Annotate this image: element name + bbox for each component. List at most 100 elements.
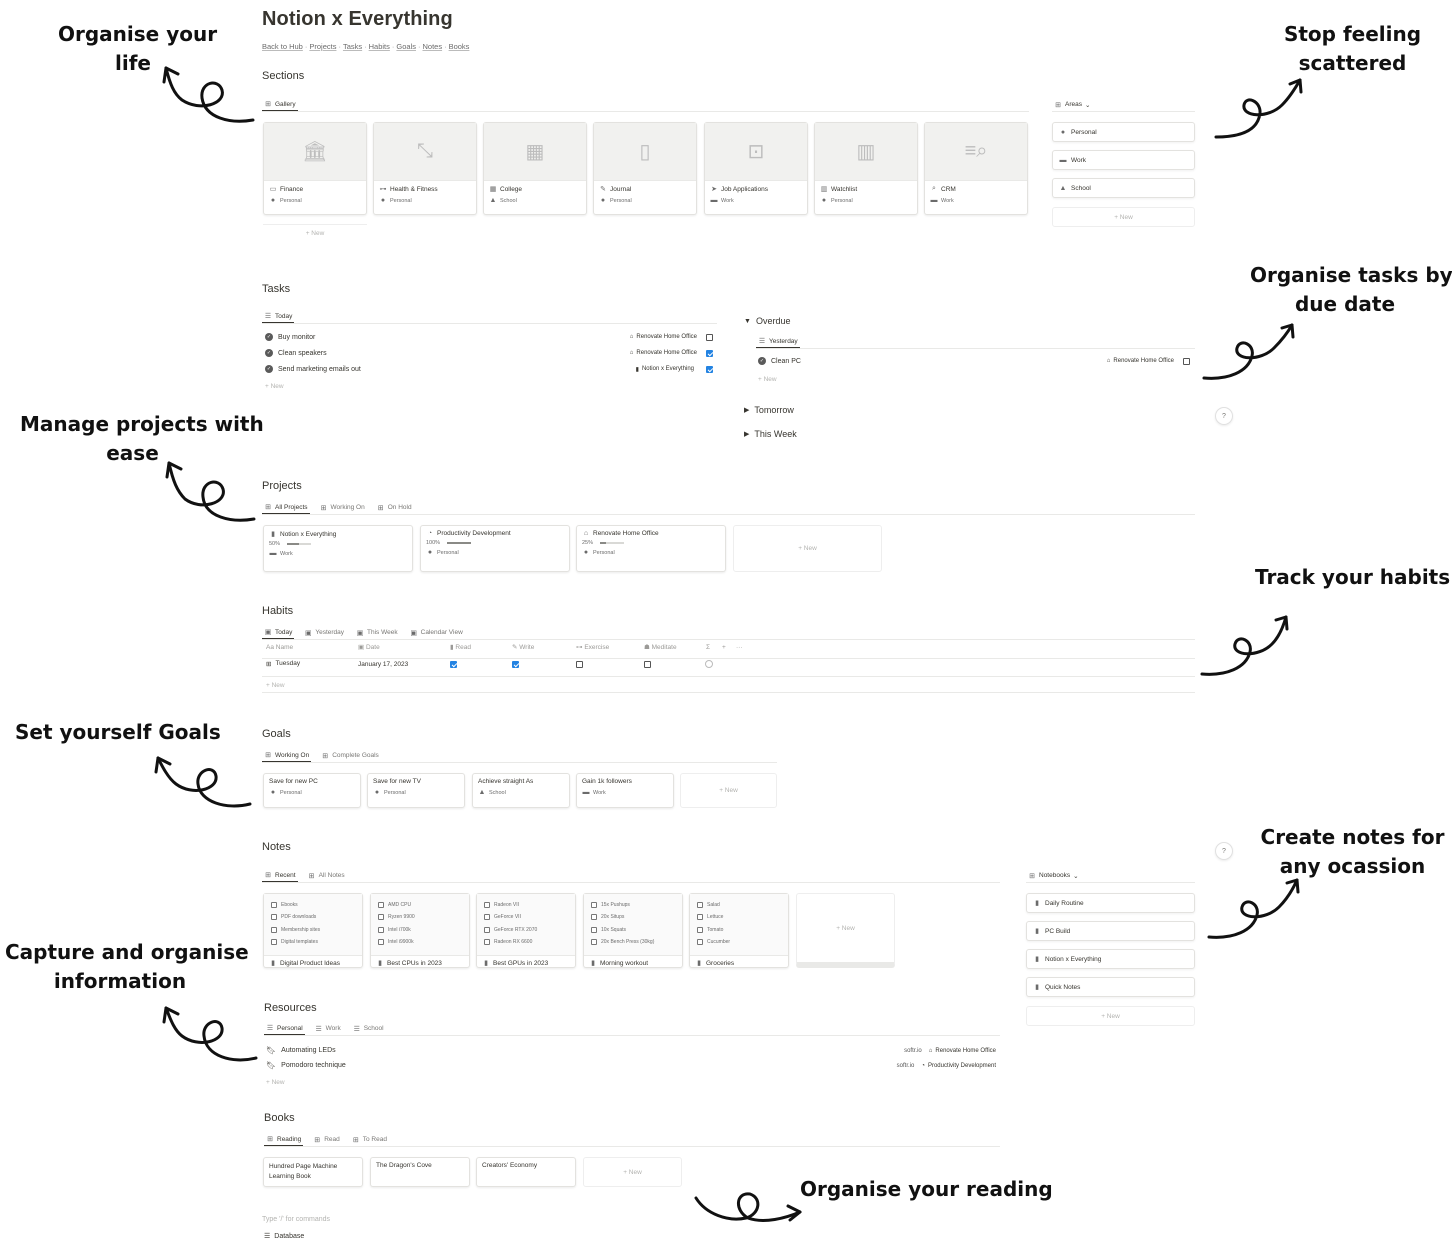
area-item-school[interactable]: ▲School	[1052, 178, 1195, 198]
breadcrumb-back-to-hub[interactable]: Back to Hub	[262, 42, 303, 51]
section-card-watchlist[interactable]: ▥ ▥Watchlist ●Personal	[814, 122, 918, 215]
section-card-crm[interactable]: ≡⌕ ⌕CRM ▬Work	[924, 122, 1028, 215]
task-checkbox[interactable]	[706, 349, 713, 357]
tab-habits-this-week[interactable]: ▣This Week	[356, 629, 398, 637]
tab-all-notes[interactable]: ⊞All Notes	[308, 872, 345, 880]
task-checkbox[interactable]	[706, 365, 713, 373]
command-placeholder[interactable]: Type '/' for commands	[262, 1216, 331, 1223]
section-card-college[interactable]: ▦ ▦College ▲School	[483, 122, 587, 215]
notes-new-button[interactable]: + New	[796, 893, 895, 968]
habits-new-button[interactable]: + New	[266, 681, 285, 689]
breadcrumb-projects[interactable]: Projects	[309, 42, 337, 51]
task-row[interactable]: ✓ Clean speakers ⌂Renovate Home Office	[265, 349, 713, 357]
book-card[interactable]: Creators' Economy	[476, 1157, 576, 1187]
note-card-digital-product-ideas[interactable]: Ebooks PDF downloads Membership sites Di…	[263, 893, 363, 968]
column-exercise[interactable]: ⊶ Exercise	[576, 644, 610, 651]
column-date[interactable]: ▣ Date	[358, 644, 380, 651]
area-item-personal[interactable]: ●Personal	[1052, 122, 1195, 142]
tab-habits-yesterday[interactable]: ▣Yesterday	[305, 629, 345, 637]
notebooks-new-button[interactable]: + New	[1026, 1006, 1195, 1026]
add-column-icon[interactable]: +	[722, 643, 726, 651]
notebook-item-notion-x-everything[interactable]: ▮Notion x Everything	[1026, 949, 1195, 969]
overdue-task-row[interactable]: ✓ Clean PC ⌂Renovate Home Office	[758, 357, 1190, 365]
breadcrumb-books[interactable]: Books	[448, 42, 470, 51]
task-checkbox[interactable]	[706, 333, 713, 341]
column-read[interactable]: ▮ Read	[450, 644, 471, 651]
column-name[interactable]: Aa Name	[266, 643, 294, 651]
habit-read-checkbox[interactable]	[450, 660, 457, 668]
tomorrow-toggle[interactable]: ▶ Tomorrow	[744, 405, 794, 415]
tab-recent[interactable]: ⊞Recent	[262, 869, 298, 882]
task-checkbox[interactable]	[1183, 357, 1190, 365]
projects-new-button[interactable]: + New	[733, 525, 882, 572]
tab-habits-today[interactable]: ▣Today	[262, 626, 295, 639]
overdue-toggle[interactable]: ▼ Overdue	[744, 316, 791, 326]
column-write[interactable]: ✎ Write	[512, 644, 535, 651]
tab-on-hold[interactable]: ⊞On Hold	[377, 504, 412, 512]
task-project[interactable]: ⌂Renovate Home Office	[1106, 358, 1174, 364]
project-card-renovate-home-office[interactable]: ⌂Renovate Home Office 25% ●Personal	[576, 525, 726, 572]
notebook-item-pc-build[interactable]: ▮PC Build	[1026, 921, 1195, 941]
note-card-groceries[interactable]: Salad Lettuce Tomato Cucumber ▮Groceries	[689, 893, 789, 968]
resources-new-button[interactable]: + New	[266, 1078, 285, 1086]
resource-row[interactable]: 🔖︎ Automating LEDs softr.io ⌂Renovate Ho…	[266, 1046, 996, 1055]
tab-today[interactable]: ☰Today	[262, 310, 295, 323]
tab-read[interactable]: ⊞Read	[314, 1136, 340, 1144]
task-project[interactable]: ⌂Renovate Home Office	[629, 350, 697, 356]
breadcrumb-tasks[interactable]: Tasks	[342, 42, 363, 51]
habit-meditate-checkbox[interactable]	[644, 660, 651, 668]
goal-card[interactable]: Achieve straight As ▲School	[472, 773, 570, 808]
task-project[interactable]: ⌂Renovate Home Office	[629, 334, 697, 340]
notebook-item-daily-routine[interactable]: ▮Daily Routine	[1026, 893, 1195, 913]
note-card-best-gpus[interactable]: Radeon VII GeForce VII GeForce RTX 2070 …	[476, 893, 576, 968]
book-card[interactable]: The Dragon's Cove	[370, 1157, 470, 1187]
task-project[interactable]: ▮Notion x Everything	[635, 366, 694, 373]
goal-card[interactable]: Save for new PC ●Personal	[263, 773, 361, 808]
tab-reading[interactable]: ⊞Reading	[264, 1133, 304, 1146]
tab-working-on[interactable]: ⊞Working On	[320, 504, 365, 512]
more-icon[interactable]: ···	[736, 643, 743, 651]
tab-goals-working-on[interactable]: ⊞Working On	[262, 749, 312, 762]
tab-complete-goals[interactable]: ⊞Complete Goals	[322, 752, 379, 760]
area-item-work[interactable]: ▬Work	[1052, 150, 1195, 170]
section-card-job-applications[interactable]: ⊡ ➤Job Applications ▬Work	[704, 122, 808, 215]
breadcrumb-goals[interactable]: Goals	[396, 42, 416, 51]
notebooks-dropdown[interactable]: ⊞Notebooks⌄	[1029, 872, 1079, 880]
tab-resources-personal[interactable]: ☰Personal	[264, 1022, 305, 1035]
help-button[interactable]: ?	[1215, 842, 1233, 860]
book-card[interactable]: Hundred Page Machine Learning Book	[263, 1157, 363, 1187]
resource-project[interactable]: ⌂Renovate Home Office	[928, 1047, 996, 1054]
project-card-productivity-development[interactable]: ◔Productivity Development 100% ●Personal	[420, 525, 570, 572]
project-card-notion-x-everything[interactable]: ▮Notion x Everything 50% ▬Work	[263, 525, 413, 572]
breadcrumb-habits[interactable]: Habits	[368, 42, 390, 51]
note-card-morning-workout[interactable]: 15x Pushups 20x Situps 10x Squats 20x Be…	[583, 893, 683, 968]
this-week-toggle[interactable]: ▶ This Week	[744, 429, 797, 439]
areas-new-button[interactable]: + New	[1052, 207, 1195, 227]
goal-card[interactable]: Save for new TV ●Personal	[367, 773, 465, 808]
tab-all-projects[interactable]: ⊞All Projects	[262, 501, 310, 514]
notebook-item-quick-notes[interactable]: ▮Quick Notes	[1026, 977, 1195, 997]
overdue-new-button[interactable]: + New	[758, 375, 777, 383]
database-block[interactable]: ☰ Database	[264, 1232, 305, 1241]
goals-new-button[interactable]: + New	[680, 773, 777, 808]
tab-resources-school[interactable]: ☰School	[353, 1025, 384, 1033]
areas-dropdown[interactable]: ⊞Areas⌄	[1055, 101, 1091, 109]
column-sum[interactable]: Σ	[706, 643, 711, 651]
tab-habits-calendar-view[interactable]: ▣Calendar View	[410, 629, 463, 637]
note-card-best-cpus[interactable]: AMD CPU Ryzen 9900 Intel i700k Intel i99…	[370, 893, 470, 968]
habit-write-checkbox[interactable]	[512, 660, 519, 668]
goal-card[interactable]: Gain 1k followers ▬Work	[576, 773, 674, 808]
section-card-finance[interactable]: 🏛 ▭Finance ●Personal	[263, 122, 367, 215]
column-meditate[interactable]: ☗ Meditate	[644, 644, 677, 651]
resource-project[interactable]: ◔Productivity Development	[921, 1062, 996, 1069]
task-row[interactable]: ✓ Buy monitor ⌂Renovate Home Office	[265, 333, 713, 341]
tab-to-read[interactable]: ⊞To Read	[352, 1136, 387, 1144]
tab-yesterday[interactable]: ☰Yesterday	[756, 335, 800, 348]
books-new-button[interactable]: + New	[583, 1157, 682, 1187]
tab-gallery[interactable]: ⊞Gallery	[262, 98, 298, 111]
habit-exercise-checkbox[interactable]	[576, 660, 583, 668]
task-row[interactable]: ✓ Send marketing emails out ▮Notion x Ev…	[265, 365, 713, 373]
help-button[interactable]: ?	[1215, 407, 1233, 425]
resource-row[interactable]: 🔖︎ Pomodoro technique softr.io ◔Producti…	[266, 1061, 996, 1070]
section-card-health-fitness[interactable]: ⤡ ⊶Health & Fitness ●Personal	[373, 122, 477, 215]
